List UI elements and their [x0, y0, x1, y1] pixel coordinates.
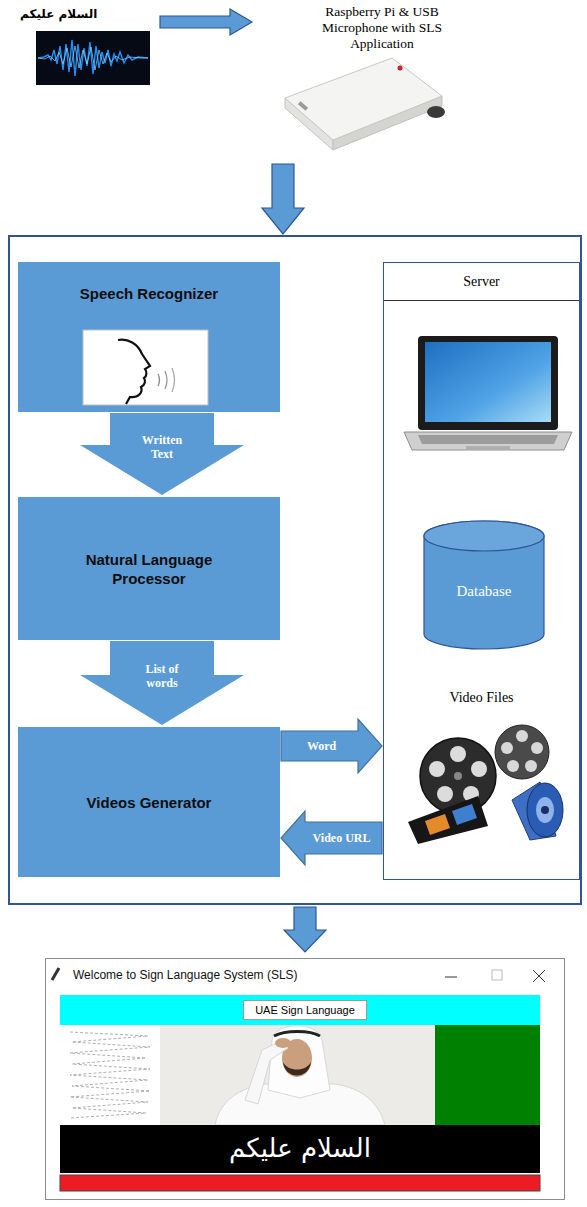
sound-wave-picture — [36, 31, 150, 85]
app-window-picture-part-part — [274, 1032, 320, 1037]
video-files-icon-part — [531, 742, 543, 754]
icon-caption: Video Files — [384, 689, 579, 706]
app-window-picture-part — [492, 970, 502, 980]
process-box: Speech Recognizer — [18, 262, 280, 412]
app-window-picture-part-part — [245, 1040, 288, 1104]
laptop-icon — [398, 333, 578, 455]
app-window-picture-part-part — [268, 1026, 330, 1098]
app-window: Welcome to Sign Language System (SLS) UAE… — [45, 958, 565, 1200]
ui-button: UAE Sign Language — [243, 1000, 367, 1020]
raspberry-pi-picture-part — [285, 58, 442, 140]
system-frame: Speech RecognizerNatural Language Proces… — [8, 235, 582, 905]
app-window-picture-part — [435, 1025, 540, 1125]
arrow-label: List of words — [131, 662, 193, 690]
cylinder-top — [424, 521, 544, 551]
app-window-picture-part — [60, 995, 540, 1025]
app-window-picture-part — [533, 970, 545, 982]
video-files-icon-part — [425, 814, 450, 835]
laptop-icon-part — [418, 336, 558, 430]
video-files-icon-part — [525, 760, 537, 772]
process-title: Videos Generator — [87, 793, 212, 812]
video-files-icon-part — [450, 746, 466, 762]
database-cylinder: Database — [423, 520, 545, 650]
block-arrow — [281, 811, 382, 865]
video-files-icon-part — [452, 804, 477, 825]
app-window-picture-part-part — [275, 1038, 291, 1048]
speaking-head-icon — [82, 329, 210, 407]
server-panel: ServerVideo Files Database — [383, 262, 580, 880]
video-files-icon-part — [408, 796, 488, 844]
panel-header: Server — [384, 263, 579, 301]
block-arrow — [80, 413, 244, 495]
app-window-picture-part — [60, 1025, 160, 1125]
button-label: UAE Sign Language — [244, 1001, 366, 1019]
video-files-icon-part — [541, 806, 549, 814]
video-files-icon-part — [501, 742, 513, 754]
laptop-icon-part — [418, 435, 558, 444]
app-window-picture-part — [160, 1025, 435, 1125]
video-files-icon-part — [437, 786, 453, 802]
video-files-icon-part — [516, 730, 528, 742]
video-files-icon-part — [420, 738, 496, 814]
sound-wave-picture-part — [36, 31, 150, 85]
speaking-head-icon-part — [83, 330, 208, 405]
greeting-group: السلام عليكم — [12, 4, 154, 86]
device-group: Raspberry Pi & USB Microphone with SLS A… — [262, 2, 502, 152]
raspberry-pi-picture — [270, 52, 448, 154]
process-title: Natural Language Processor — [59, 550, 239, 588]
process-box: Videos Generator — [18, 727, 280, 877]
video-files-icon-part — [471, 761, 487, 777]
app-window-picture-part — [445, 977, 457, 978]
video-files-icon — [404, 720, 578, 844]
window-title: Welcome to Sign Language System (SLS) — [73, 968, 453, 983]
block-arrow — [281, 719, 382, 773]
arrow-label: Word — [307, 739, 336, 753]
raspberry-pi-picture-part — [398, 66, 403, 71]
speaking-head-icon-part — [118, 340, 150, 404]
app-window-picture-part-part — [160, 1025, 435, 1125]
speaking-head-icon-part — [165, 371, 167, 389]
app-window-picture-part — [533, 970, 545, 982]
cylinder-body — [424, 521, 544, 649]
greeting-text: السلام عليكم — [20, 6, 154, 22]
app-window-picture-part — [70, 1032, 150, 1118]
process-title: Speech Recognizer — [26, 284, 272, 303]
process-box: Natural Language Processor — [18, 497, 280, 640]
video-files-icon-part — [536, 797, 554, 823]
block-arrow — [160, 9, 252, 35]
device-caption: Raspberry Pi & USB Microphone with SLS A… — [300, 4, 465, 53]
video-files-icon-part — [507, 760, 519, 772]
app-window-picture-part — [52, 968, 59, 980]
subtitle-text: السلام عليكم — [60, 1125, 540, 1171]
raspberry-pi-picture-part — [427, 106, 445, 118]
laptop-icon-part — [466, 446, 510, 449]
sound-wave-picture-part — [38, 40, 148, 76]
laptop-icon-part — [425, 342, 551, 422]
block-arrow — [80, 641, 244, 725]
subtitle-band: السلام عليكم — [60, 1125, 540, 1173]
speaking-head-icon-part — [172, 368, 175, 392]
arrow-label: Video URL — [313, 831, 371, 845]
video-files-icon-part — [495, 725, 549, 779]
block-arrow — [262, 164, 304, 234]
block-arrow — [284, 907, 326, 952]
arrow-label: Written Text — [131, 433, 193, 461]
app-window-picture-part-part — [283, 1062, 311, 1076]
laptop-icon-part — [404, 432, 572, 450]
video-files-icon-part — [429, 761, 445, 777]
database-label: Database — [423, 582, 545, 600]
sound-wave-picture-part — [38, 46, 148, 70]
raspberry-pi-picture-part — [298, 101, 308, 110]
video-files-icon-part — [527, 783, 563, 837]
video-files-icon-part — [454, 772, 462, 780]
app-window-picture-part — [60, 1175, 540, 1191]
speaking-head-icon-part — [158, 374, 160, 386]
